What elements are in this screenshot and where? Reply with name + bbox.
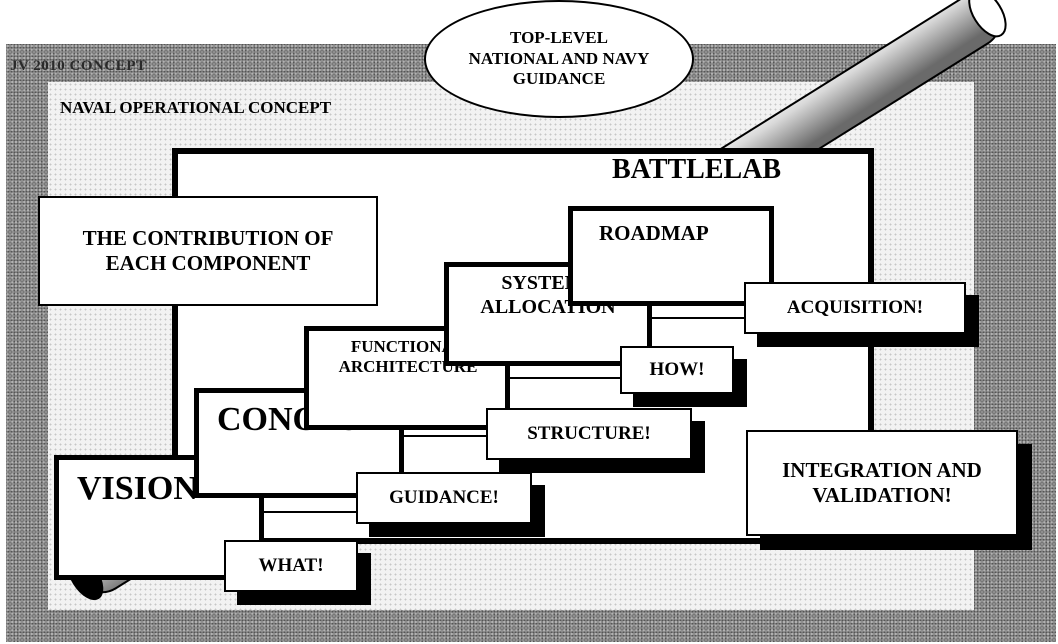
corner-label: JV 2010 CONCEPT [10, 58, 147, 74]
stage-functional-architecture-title: FUNCTIONAL ARCHITECTURE [338, 337, 478, 377]
output-how-box: HOW! [620, 346, 734, 394]
stage-functional-architecture-box: FUNCTIONAL ARCHITECTURE [304, 326, 510, 430]
stage-roadmap-title: ROADMAP [599, 221, 709, 245]
top-guidance-label: TOP-LEVEL NATIONAL AND NAVY GUIDANCE [468, 28, 650, 89]
output-how-label: HOW! [649, 359, 705, 380]
output-structure-label: STRUCTURE! [527, 423, 651, 444]
output-structure-box: STRUCTURE! [486, 408, 692, 460]
output-guidance-label: GUIDANCE! [389, 487, 499, 508]
stage-roadmap-box: ROADMAP [568, 206, 774, 306]
output-acquisition-label: ACQUISITION! [786, 297, 924, 318]
output-what-box: WHAT! [224, 540, 358, 592]
contribution-box: THE CONTRIBUTION OF EACH COMPONENT [38, 196, 378, 306]
output-guidance-box: GUIDANCE! [356, 472, 532, 524]
output-what-label: WHAT! [258, 555, 324, 576]
top-guidance-ellipse: TOP-LEVEL NATIONAL AND NAVY GUIDANCE [424, 0, 694, 118]
naval-operational-concept-label: NAVAL OPERATIONAL CONCEPT [60, 98, 332, 117]
stage-vision-title: VISION [77, 470, 198, 507]
stage-vision-box: VISION [54, 455, 264, 580]
contribution-label: THE CONTRIBUTION OF EACH COMPONENT [82, 225, 334, 275]
integration-validation-label: INTEGRATION AND VALIDATION! [782, 457, 982, 507]
output-acquisition-box: ACQUISITION! [744, 282, 966, 334]
battlelab-label: BATTLELAB [612, 154, 782, 185]
integration-validation-box: INTEGRATION AND VALIDATION! [746, 430, 1018, 536]
